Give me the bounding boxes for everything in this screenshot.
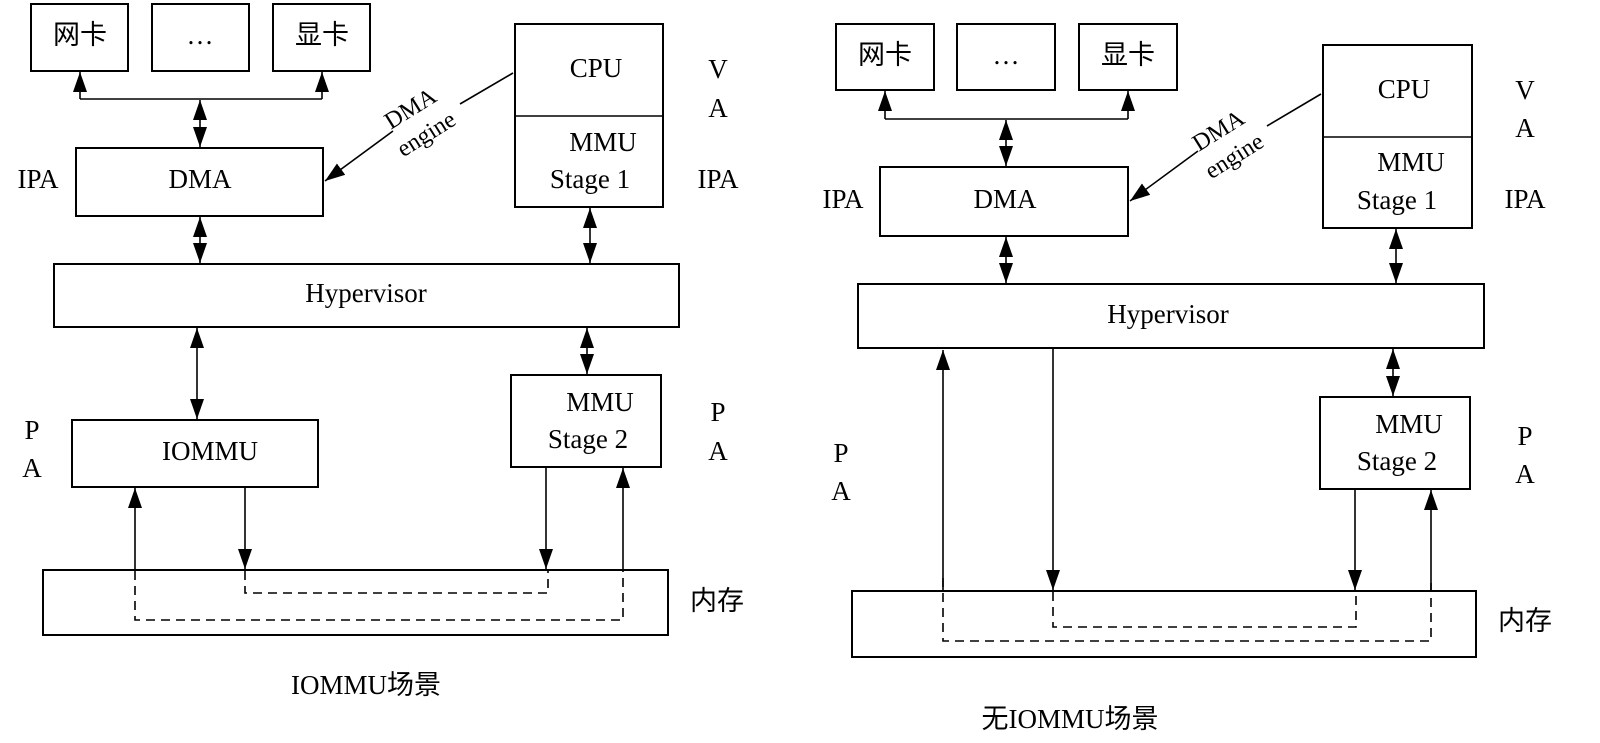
nic-label: 网卡 bbox=[53, 20, 107, 50]
dma-label: DMA bbox=[168, 164, 232, 194]
dma-engine-arrow bbox=[324, 130, 394, 182]
pa-left-a: A bbox=[22, 453, 42, 483]
inner-dashed-path bbox=[1052, 592, 1357, 628]
mmu1-label: MMU bbox=[1377, 147, 1445, 177]
pa-right-p: P bbox=[710, 397, 725, 427]
ellipsis-label: … bbox=[993, 40, 1020, 70]
va-label-a: A bbox=[1515, 113, 1535, 143]
dma-engine-arrow bbox=[1129, 150, 1199, 202]
nic-box bbox=[835, 23, 935, 91]
gpu-box bbox=[272, 3, 371, 72]
pa-left-a: A bbox=[831, 476, 851, 506]
outer-dashed-path bbox=[942, 578, 1432, 642]
hypervisor-label: Hypervisor bbox=[1107, 299, 1228, 329]
va-label-v: V bbox=[708, 54, 728, 84]
ipa-left-label: IPA bbox=[822, 184, 864, 214]
dma-label: DMA bbox=[973, 184, 1037, 214]
memory-label: 内存 bbox=[1498, 606, 1552, 636]
ipa-left-label: IPA bbox=[17, 164, 59, 194]
memory-box bbox=[42, 569, 669, 636]
mmu2-label: MMU bbox=[1375, 409, 1443, 439]
mmu2-stage-label: Stage 2 bbox=[1357, 446, 1437, 476]
dma-engine-line bbox=[1266, 93, 1322, 127]
ipa-right-label: IPA bbox=[697, 164, 739, 194]
outer-dashed-path bbox=[134, 571, 624, 621]
memory-label: 内存 bbox=[690, 586, 744, 616]
panel-iommu: 网卡 … 显卡 DMA IPA CPU MMU Stage 1 V A IPA … bbox=[17, 3, 744, 700]
cpu-label: CPU bbox=[1378, 74, 1431, 104]
dma-box bbox=[879, 166, 1129, 237]
ellipsis-box bbox=[956, 23, 1056, 91]
ellipsis-label: … bbox=[187, 20, 214, 50]
mmu1-label: MMU bbox=[569, 127, 637, 157]
va-label-a: A bbox=[708, 93, 728, 123]
dma-box bbox=[75, 147, 324, 217]
cpu-label: CPU bbox=[570, 53, 623, 83]
hypervisor-label: Hypervisor bbox=[305, 278, 426, 308]
nic-label: 网卡 bbox=[858, 40, 912, 70]
pa-right-p: P bbox=[1517, 421, 1532, 451]
mmu1-stage-label: Stage 1 bbox=[1357, 185, 1437, 215]
caption: IOMMU场景 bbox=[291, 670, 441, 700]
hypervisor-box bbox=[53, 263, 680, 328]
dma-engine-line bbox=[459, 72, 514, 105]
inner-dashed-path bbox=[244, 571, 549, 594]
gpu-label: 显卡 bbox=[295, 20, 349, 50]
memory-box bbox=[851, 590, 1477, 658]
hypervisor-box bbox=[857, 283, 1485, 349]
va-label-v: V bbox=[1515, 75, 1535, 105]
gpu-box bbox=[1078, 23, 1178, 91]
panel-no-iommu: 网卡 … 显卡 DMA IPA CPU MMU Stage 1 V A IPA … bbox=[822, 23, 1552, 734]
mmu2-box bbox=[510, 374, 662, 468]
pa-right-a: A bbox=[708, 436, 728, 466]
gpu-label: 显卡 bbox=[1101, 40, 1155, 70]
iommu-box bbox=[71, 419, 319, 488]
mmu2-box bbox=[1319, 396, 1471, 490]
ellipsis-box bbox=[151, 3, 250, 72]
caption: 无IOMMU场景 bbox=[981, 704, 1158, 734]
pa-left-p: P bbox=[833, 438, 848, 468]
mmu2-label: MMU bbox=[566, 387, 634, 417]
pa-left-p: P bbox=[24, 415, 39, 445]
mmu1-stage-label: Stage 1 bbox=[550, 164, 630, 194]
pa-right-a: A bbox=[1515, 459, 1535, 489]
nic-box bbox=[30, 3, 129, 72]
iommu-label: IOMMU bbox=[162, 436, 258, 466]
mmu2-stage-label: Stage 2 bbox=[548, 424, 628, 454]
ipa-right-label: IPA bbox=[1504, 184, 1546, 214]
